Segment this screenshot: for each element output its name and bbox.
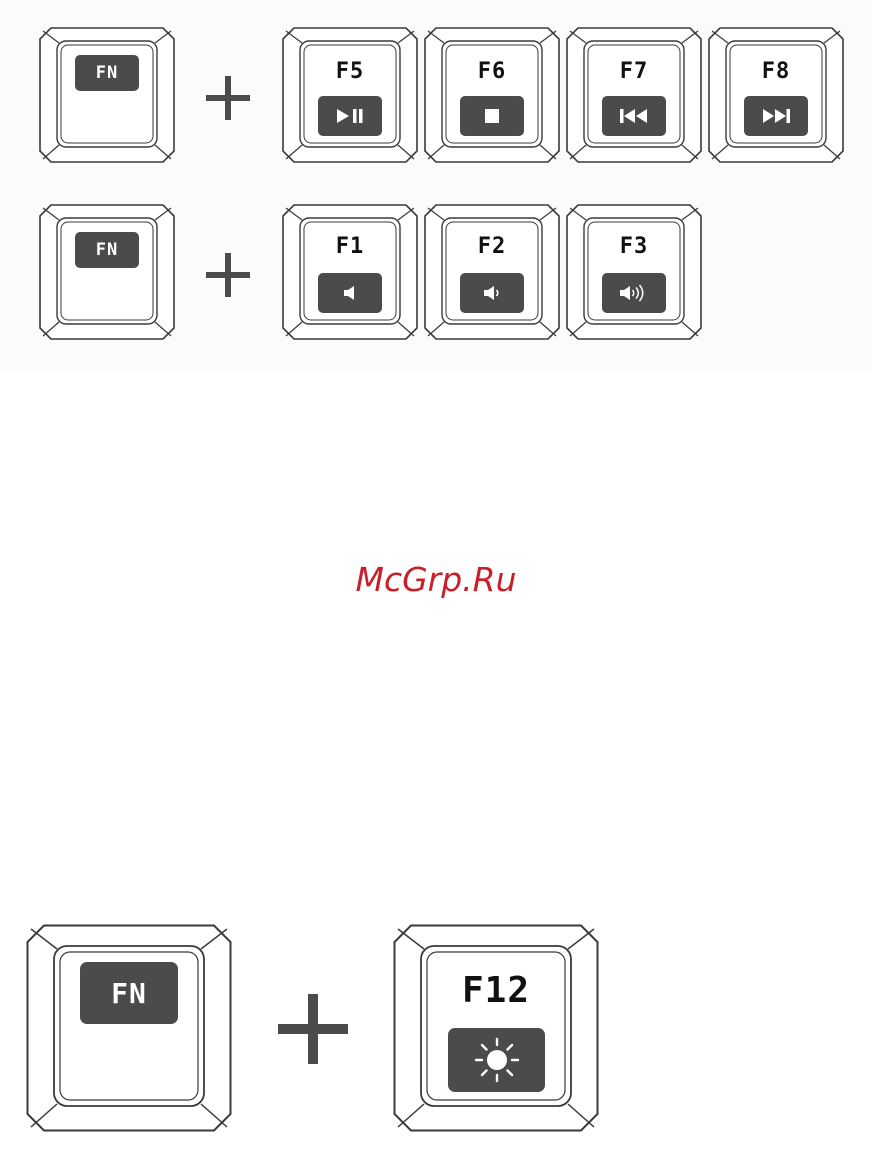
- volume-down-icon: [460, 273, 524, 313]
- f8-key: F8: [708, 27, 844, 163]
- f1-key: F1: [282, 204, 418, 340]
- f12-label: F12: [393, 970, 599, 1011]
- plus-icon: [204, 251, 252, 299]
- f7-key: F7: [566, 27, 702, 163]
- f12-key: F12: [393, 924, 599, 1132]
- keycap-outline: [566, 27, 702, 163]
- plus-icon: [276, 992, 350, 1066]
- f5-key: F5: [282, 27, 418, 163]
- brightness-icon: [448, 1028, 545, 1092]
- keycap-outline: [424, 27, 560, 163]
- next-track-icon: [744, 96, 808, 136]
- f5-label: F5: [282, 59, 418, 84]
- play-pause-icon: [318, 96, 382, 136]
- keycap-outline: [39, 27, 175, 163]
- volume-up-icon: [602, 273, 666, 313]
- mute-icon: [318, 273, 382, 313]
- fn-label: FN: [75, 55, 139, 91]
- f1-label: F1: [282, 234, 418, 259]
- keycap-outline: [39, 204, 175, 340]
- f2-label: F2: [424, 234, 560, 259]
- keycap-outline: [26, 924, 232, 1132]
- keycap-outline: [282, 27, 418, 163]
- stop-icon: [460, 96, 524, 136]
- f2-key: F2: [424, 204, 560, 340]
- plus-icon: [204, 74, 252, 122]
- f3-key: F3: [566, 204, 702, 340]
- f8-label: F8: [708, 59, 844, 84]
- f6-label: F6: [424, 59, 560, 84]
- keycap-outline: [282, 204, 418, 340]
- fn-label: FN: [75, 232, 139, 268]
- f7-label: F7: [566, 59, 702, 84]
- f3-label: F3: [566, 234, 702, 259]
- watermark-text: McGrp.Ru: [0, 560, 872, 599]
- fn-label: FN: [80, 962, 178, 1024]
- fn-key-row2: FN: [39, 204, 175, 340]
- f6-key: F6: [424, 27, 560, 163]
- keycap-outline: [566, 204, 702, 340]
- fn-key-backlight: FN: [26, 924, 232, 1132]
- previous-track-icon: [602, 96, 666, 136]
- keycap-outline: [708, 27, 844, 163]
- fn-key-row1: FN: [39, 27, 175, 163]
- keycap-outline: [424, 204, 560, 340]
